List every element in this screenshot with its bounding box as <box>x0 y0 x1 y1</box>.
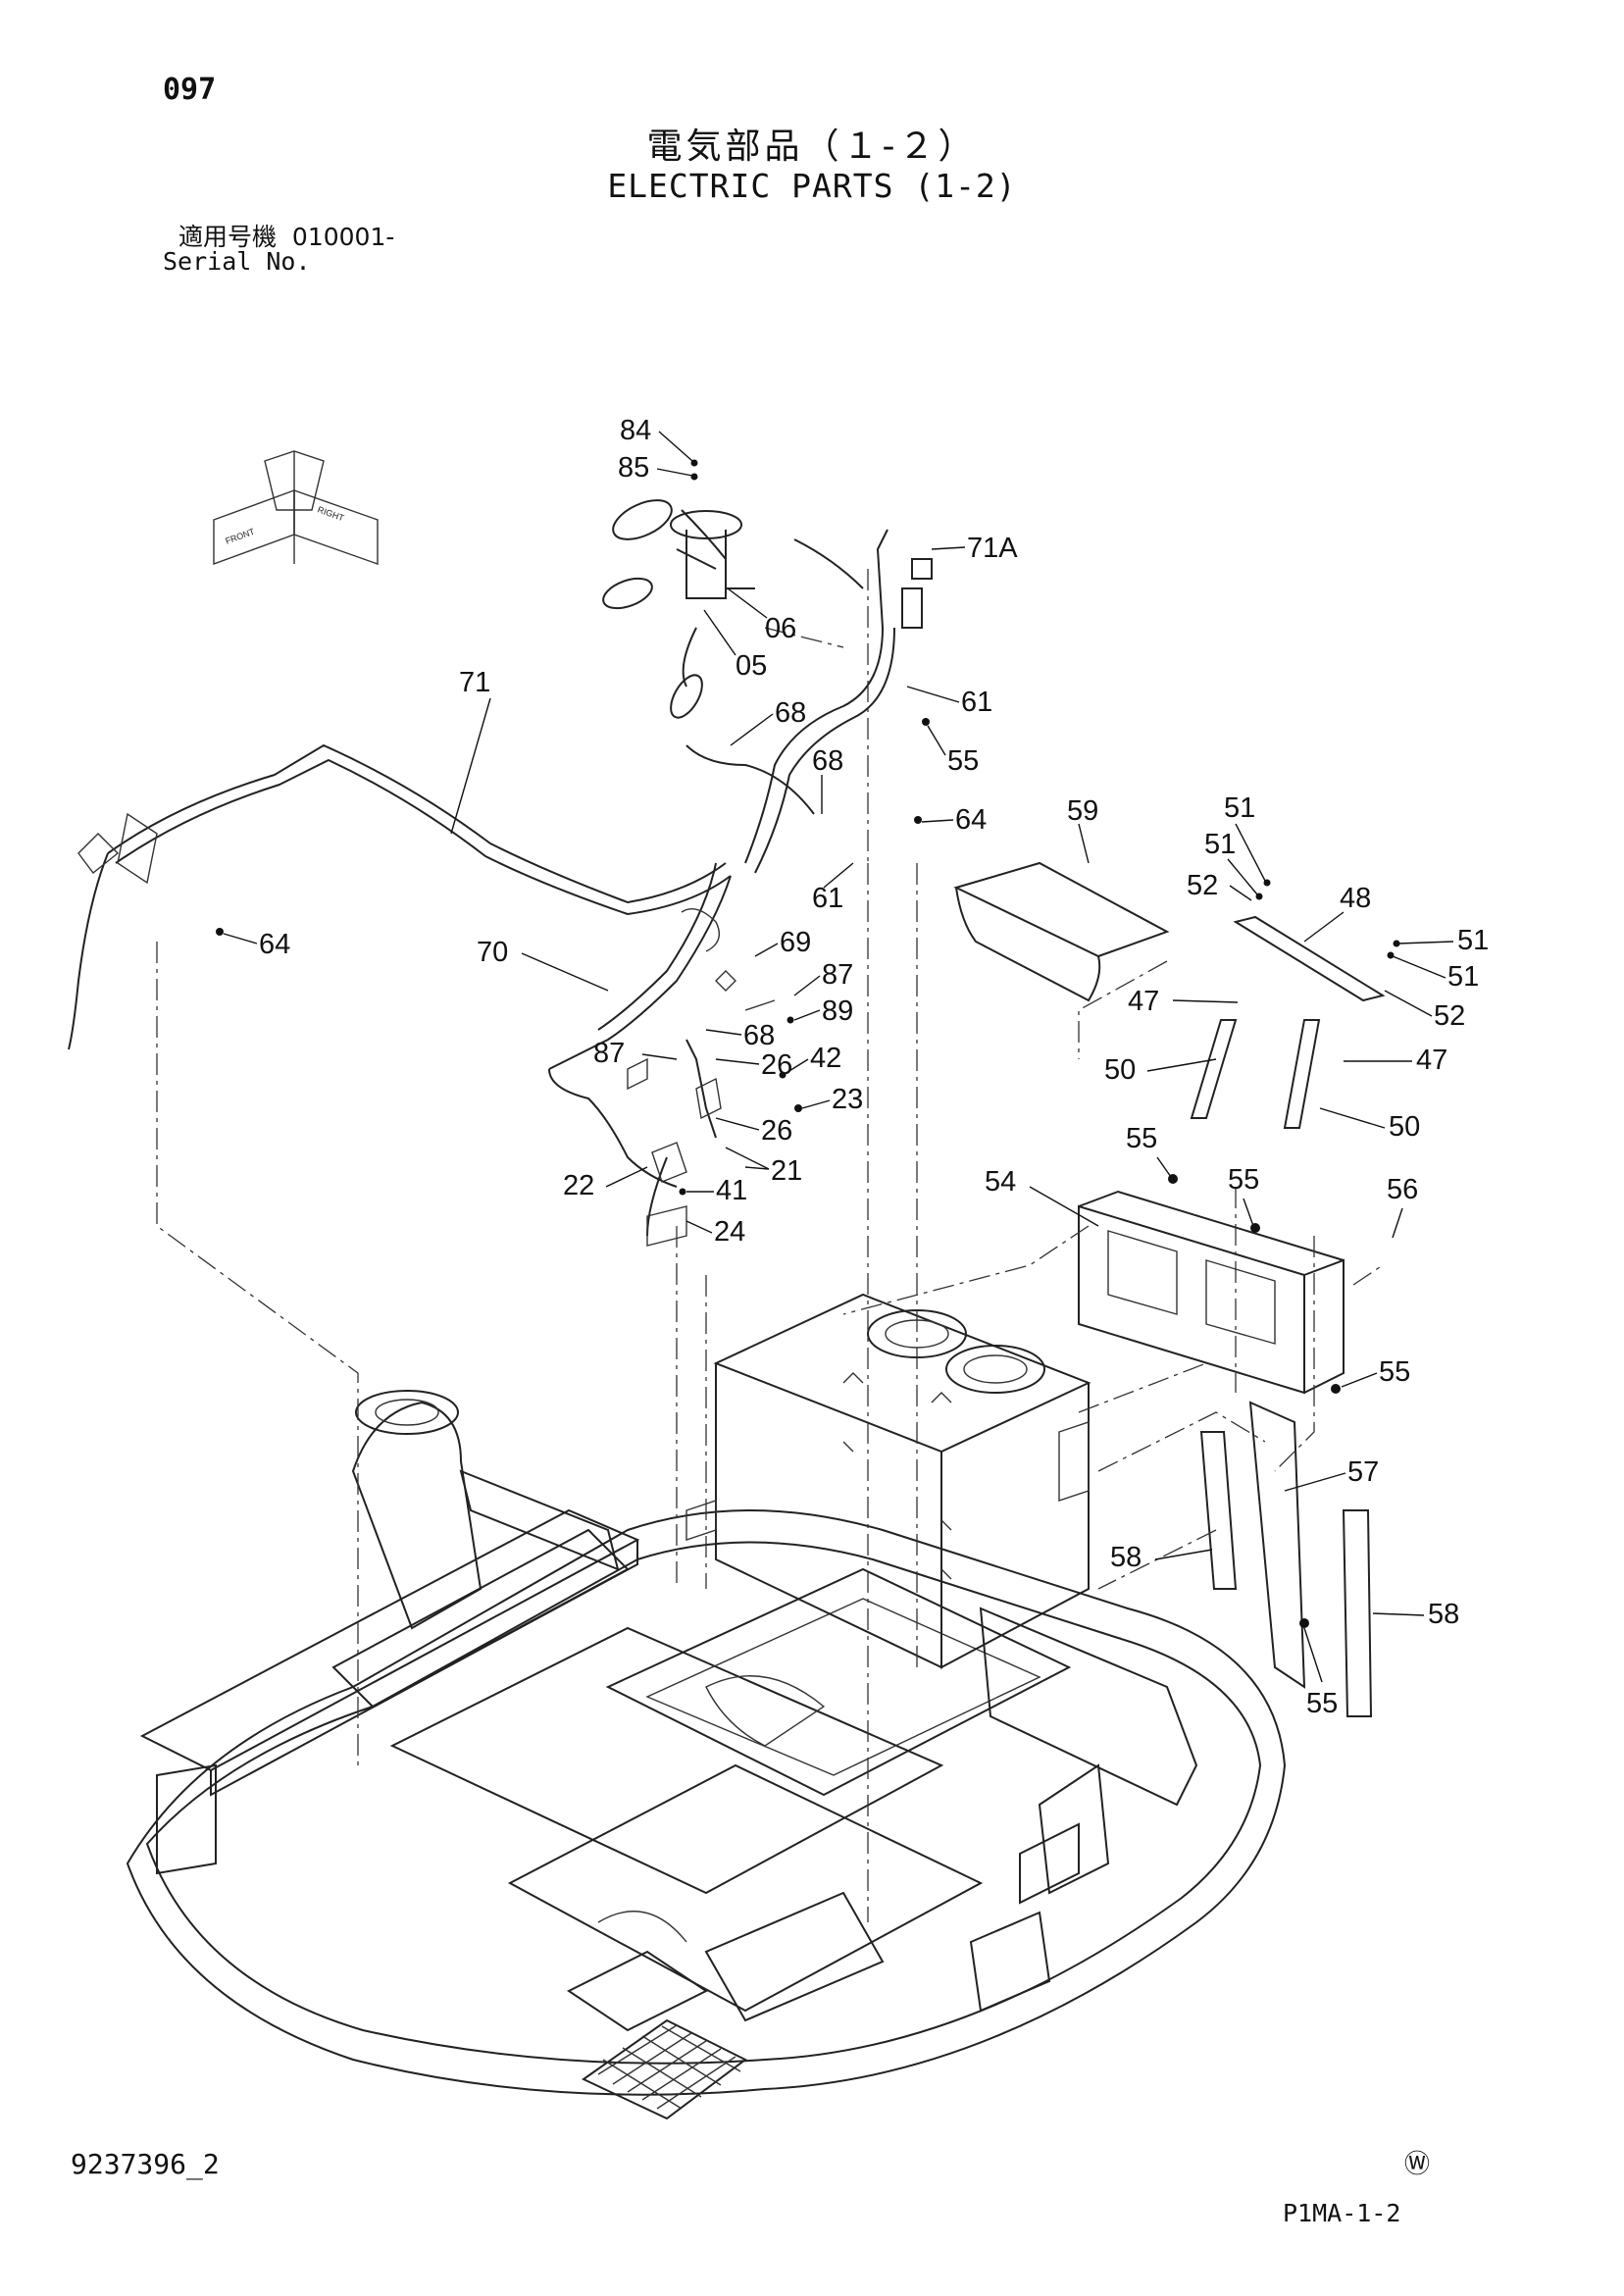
drawing-number: 9237396_2 <box>71 2148 220 2180</box>
callout-58-right: 58 <box>1428 1599 1459 1630</box>
callout-69: 69 <box>780 927 811 958</box>
callout-50-b: 50 <box>1389 1111 1420 1143</box>
callout-24: 24 <box>714 1216 745 1248</box>
callout-84: 84 <box>620 415 651 446</box>
callout-05: 05 <box>736 650 767 682</box>
callout-87-left: 87 <box>593 1038 625 1069</box>
callout-55-top: 55 <box>947 745 979 777</box>
alignment-lines <box>156 569 1384 1922</box>
serial-value: 010001- <box>291 223 395 251</box>
callout-61-top: 61 <box>961 687 992 718</box>
callout-56: 56 <box>1387 1174 1418 1205</box>
callout-52-a: 52 <box>1187 870 1218 901</box>
callout-22: 22 <box>563 1170 594 1201</box>
callout-51-b: 51 <box>1204 829 1236 860</box>
callout-51-d: 51 <box>1447 961 1479 993</box>
bracket-panel <box>1078 1190 1345 1395</box>
callout-23: 23 <box>832 1084 863 1115</box>
page-title-english: ELECTRIC PARTS (1-2) <box>607 167 1017 205</box>
top-covers <box>953 861 1386 1129</box>
callout-58-left: 58 <box>1110 1542 1142 1573</box>
callout-26-a: 26 <box>761 1049 792 1081</box>
callout-64-right: 64 <box>955 804 987 836</box>
serial-label-japanese: 適用号機 010001- <box>178 218 394 253</box>
serial-label-english: Serial No. <box>163 247 311 276</box>
callout-71: 71 <box>459 667 490 698</box>
callout-41: 41 <box>716 1175 747 1206</box>
callout-54: 54 <box>985 1166 1016 1198</box>
callout-55-bottom: 55 <box>1306 1688 1338 1719</box>
callout-89: 89 <box>822 995 853 1027</box>
w-circle-mark: Ⓦ <box>1404 2150 1431 2179</box>
callout-71A: 71A <box>967 533 1018 564</box>
callout-labels: 84 85 71A 06 05 71 61 68 68 55 64 59 51 … <box>259 415 1489 1719</box>
callout-55-right: 55 <box>1379 1356 1410 1388</box>
side-covers <box>1199 1401 1373 1717</box>
page-number: 097 <box>163 73 217 107</box>
callout-47-b: 47 <box>1416 1045 1447 1076</box>
callout-68-top: 68 <box>775 697 806 729</box>
harness-assemblies <box>68 499 933 1247</box>
battery-box <box>685 1293 1091 1669</box>
callout-70: 70 <box>477 937 508 968</box>
callout-68-mid: 68 <box>812 745 843 777</box>
orientation-marker: FRONT RIGHT <box>213 450 379 566</box>
callout-42: 42 <box>810 1043 841 1074</box>
callout-85: 85 <box>618 452 649 484</box>
callout-50-a: 50 <box>1104 1054 1136 1086</box>
leader-lines <box>216 431 1454 1683</box>
callout-06: 06 <box>765 613 796 644</box>
callout-57: 57 <box>1347 1456 1379 1488</box>
callout-21: 21 <box>771 1155 802 1187</box>
orientation-front-label: FRONT <box>224 527 256 546</box>
callout-68-low: 68 <box>743 1020 775 1051</box>
floor-mesh <box>582 2018 747 2120</box>
callout-26-b: 26 <box>761 1115 792 1147</box>
page-code: P1MA-1-2 <box>1283 2199 1401 2227</box>
page-title-japanese: 電気部品（１-２） <box>646 127 978 167</box>
callout-51-c: 51 <box>1457 925 1489 956</box>
callout-59: 59 <box>1067 795 1098 827</box>
callout-61-mid: 61 <box>812 883 843 914</box>
serial-label-jp-text: 適用号機 <box>178 223 278 251</box>
callout-47-a: 47 <box>1128 986 1159 1017</box>
callout-52-b: 52 <box>1434 1000 1465 1032</box>
callout-64-left: 64 <box>259 929 290 960</box>
callout-55-mid-b: 55 <box>1228 1164 1259 1196</box>
upper-frame <box>126 1390 1287 2096</box>
callout-55-mid-a: 55 <box>1126 1123 1157 1154</box>
callout-87-right: 87 <box>822 959 853 991</box>
callout-51-a: 51 <box>1224 792 1255 824</box>
callout-48: 48 <box>1340 883 1371 914</box>
